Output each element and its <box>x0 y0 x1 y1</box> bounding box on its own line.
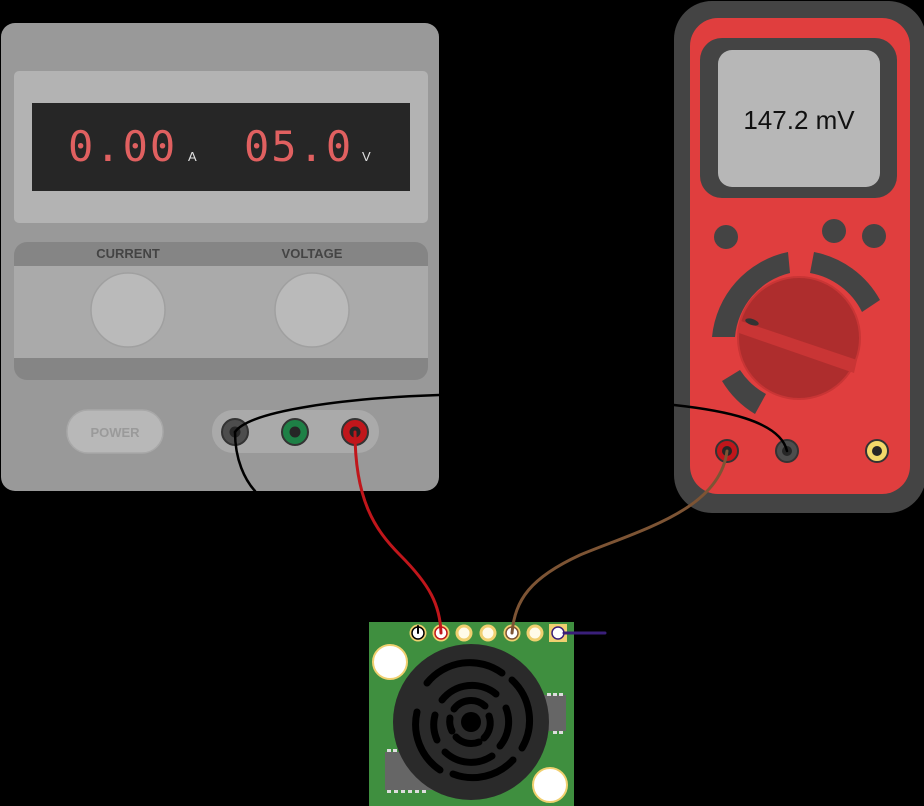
power-supply: 0.00 A 05.0 V CURRENT VOLTAGE POWER <box>1 23 439 491</box>
dial-scale-arc-bottom <box>722 370 766 414</box>
pin-3[interactable] <box>455 624 473 642</box>
lcd-screen <box>718 50 880 187</box>
voltage-unit: V <box>362 149 371 164</box>
multimeter: 147.2 mV <box>674 1 924 513</box>
knob-panel-inner <box>14 266 428 358</box>
wire-black-multimeter-segment[interactable] <box>672 403 789 453</box>
wires <box>233 393 789 635</box>
mounting-hole-top-left <box>372 644 408 680</box>
digital-display <box>32 103 410 191</box>
multimeter-button-3[interactable] <box>862 224 886 248</box>
rotary-dial[interactable] <box>737 276 861 400</box>
current-unit: A <box>188 149 197 164</box>
jack-common[interactable] <box>775 439 799 463</box>
header-pins <box>409 624 567 642</box>
current-knob[interactable] <box>90 272 166 348</box>
multimeter-reading: 147.2 mV <box>743 105 855 135</box>
jack-current[interactable] <box>865 439 889 463</box>
ultrasonic-transducer <box>393 644 549 800</box>
power-button[interactable] <box>66 409 164 454</box>
dial-pointer <box>745 318 759 326</box>
pin-4[interactable] <box>479 624 497 642</box>
multimeter-button-2[interactable] <box>822 219 846 243</box>
pin-6[interactable] <box>526 624 544 642</box>
wire-red-psu-to-sensor[interactable] <box>353 430 443 635</box>
current-knob-label: CURRENT <box>96 246 160 261</box>
mounting-hole-bottom-right <box>532 767 568 803</box>
current-readout: 0.00 <box>68 122 177 171</box>
multimeter-button-1[interactable] <box>714 225 738 249</box>
dial-scale-arc-right <box>810 252 880 312</box>
wire-black-psu-to-sensor[interactable] <box>233 430 257 493</box>
pin-7[interactable] <box>549 624 567 642</box>
wire-brown-multimeter-to-sensor[interactable] <box>510 449 729 635</box>
dial-scale-arc-left <box>712 252 790 337</box>
wire-black-psu-to-multimeter[interactable] <box>233 393 441 434</box>
voltage-knob[interactable] <box>274 272 350 348</box>
terminal-ground[interactable] <box>281 418 309 446</box>
voltage-knob-label: VOLTAGE <box>282 246 343 261</box>
power-button-label: POWER <box>90 425 140 440</box>
voltage-readout: 05.0 <box>244 122 353 171</box>
sensor-board <box>369 622 574 806</box>
